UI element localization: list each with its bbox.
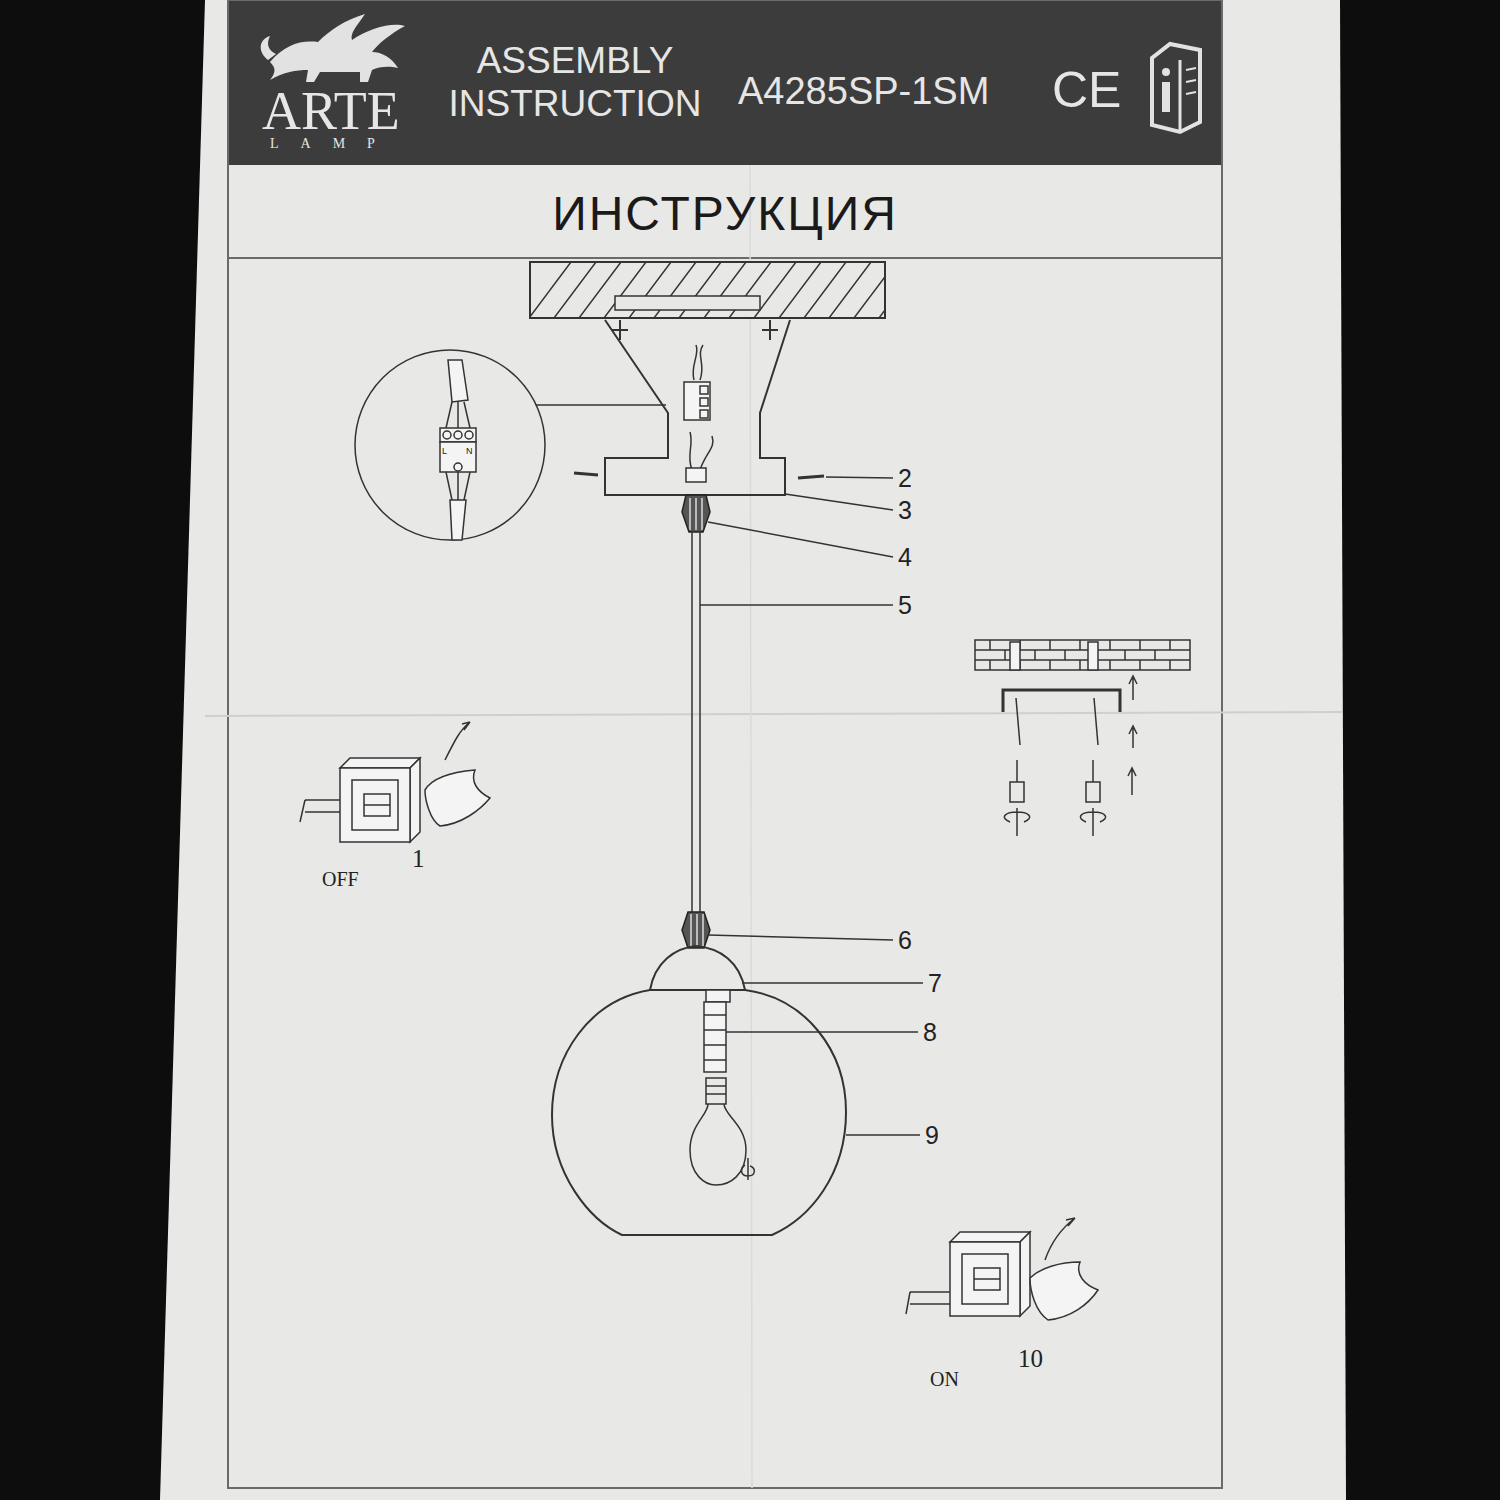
canopy [605,320,790,495]
page-title: ИНСТРУКЦИЯ [228,186,1222,241]
brand-subtitle: LAMP [270,136,397,152]
lamp-socket [704,990,730,1072]
callout-number: 6 [898,926,912,955]
terminal-mark: N [466,446,473,456]
callout-number: 5 [898,591,912,620]
light-bulb [690,1078,754,1185]
terminal-mark: L [442,446,447,456]
wall-switch [300,722,490,842]
wiring-detail [355,350,545,540]
ceiling [520,250,930,330]
leader-line [532,405,923,1135]
switch-state: OFF [322,868,359,891]
cable [692,532,700,912]
callout-number: 9 [925,1121,939,1150]
paper-sheet [160,0,1346,1500]
callout-number: 3 [898,496,912,525]
ce-mark: CE [1052,62,1121,120]
screw [574,473,824,478]
wall-switch [906,1218,1098,1320]
brand-name: ARTE [262,80,400,142]
callout-number: 2 [898,464,912,493]
callout-number: 7 [928,969,942,998]
fold-line [750,165,752,1488]
step-number: 1 [412,845,425,874]
callout-number: 4 [898,543,912,572]
title-rule [228,257,1222,259]
switch-state: ON [930,1368,959,1391]
glass-shade [552,946,846,1235]
step-number: 10 [1018,1345,1043,1374]
cable-grip [682,495,710,532]
sheet-heading: ASSEMBLY INSTRUCTION [440,40,710,125]
header-band [228,0,1222,165]
page-frame [228,0,1222,1488]
model-number: A4285SP-1SM [738,70,989,114]
fold-line [205,712,1342,716]
wall-mount-detail [975,640,1190,836]
terminal-block [684,345,713,482]
manual-icon [1152,44,1200,132]
cable-grip [682,912,710,948]
griffin-logo [261,14,405,82]
callout-number: 8 [923,1018,937,1047]
